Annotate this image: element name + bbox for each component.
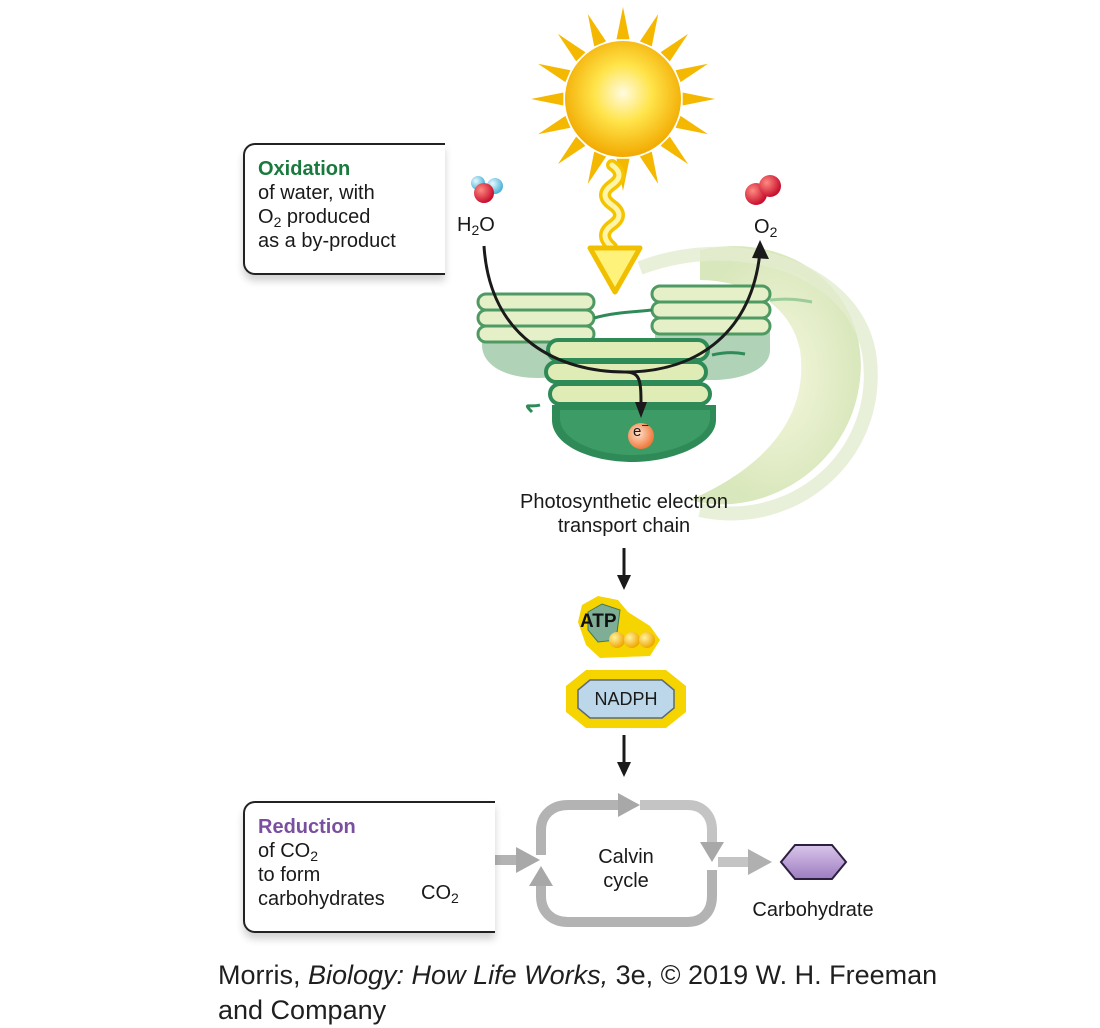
atp-icon	[578, 596, 660, 658]
credit-line: Morris, Biology: How Life Works, 3e, © 2…	[218, 960, 938, 1025]
water-oxidation-arrows	[482, 240, 769, 418]
sun-icon	[531, 7, 715, 191]
sun-ray	[616, 7, 630, 40]
energy-to-calvin-arrow	[617, 735, 631, 777]
sun-ray	[538, 63, 571, 83]
chloroplast-envelope	[637, 246, 878, 521]
sun-ray	[531, 92, 564, 106]
etc-to-energy-arrow	[617, 548, 631, 590]
carbohydrate-label: Carbohydrate	[752, 899, 874, 921]
sun-ray	[682, 92, 715, 106]
oxidation-title: Oxidation	[258, 158, 351, 180]
reduction-line-2: to form	[258, 864, 321, 886]
nadph-icon	[566, 670, 686, 728]
sun-ray	[675, 63, 708, 83]
sun-ray	[660, 136, 689, 165]
reduction-line-1: of CO2	[258, 840, 319, 864]
sun-ray	[538, 115, 571, 135]
oxidation-line-2: O2 produced	[258, 206, 371, 230]
electron-icon	[628, 423, 654, 449]
water-label: H2O	[457, 214, 495, 238]
sun-ray	[639, 14, 659, 47]
reduction-line-3: carbohydrates	[258, 888, 385, 910]
sun-ray	[587, 14, 607, 47]
oxidation-callout-text: Oxidation of water, with O2 produced as …	[258, 157, 396, 253]
oxygen-label: O2	[754, 216, 778, 240]
sun-ray	[557, 33, 586, 62]
calvin-cycle-label: Calvin cycle	[598, 846, 654, 892]
reduction-callout-text: Reduction of CO2 to form carbohydrates	[258, 815, 385, 911]
oxygen-molecule-icon	[745, 175, 781, 205]
sun-ray	[675, 115, 708, 135]
oxidation-callout	[243, 143, 445, 275]
water-molecule-icon	[471, 176, 503, 203]
electron-label: e−	[633, 418, 649, 440]
atp-label: ATP	[580, 611, 617, 632]
carbohydrate-hexagon-icon	[779, 844, 848, 880]
light-beam-arrow	[587, 159, 643, 295]
carbohydrate-output-arrow	[718, 849, 772, 875]
oxidation-line-1: of water, with	[258, 182, 375, 204]
sun-ray	[587, 151, 607, 184]
reduction-callout	[243, 801, 495, 933]
sun-ray	[557, 136, 586, 165]
etc-label: Photosynthetic electron transport chain	[520, 491, 728, 537]
sun-ray	[660, 33, 689, 62]
calvin-cycle-loop	[529, 793, 724, 927]
nadph-label: NADPH	[594, 689, 658, 709]
sun-ray	[639, 151, 659, 184]
co2-label: CO2	[421, 882, 459, 906]
oxidation-line-3: as a by-product	[258, 230, 396, 252]
reduction-title: Reduction	[258, 816, 356, 838]
